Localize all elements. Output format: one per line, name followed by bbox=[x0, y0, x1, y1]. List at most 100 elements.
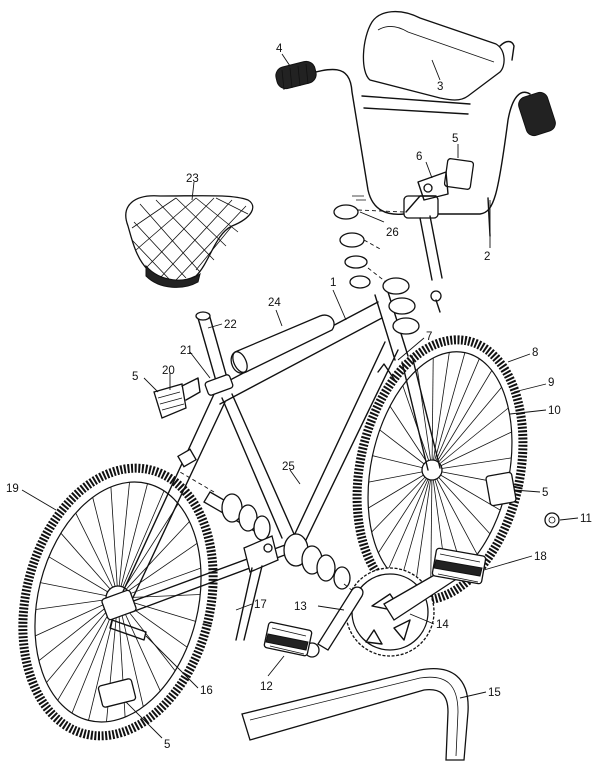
callout-15: 15 bbox=[488, 687, 501, 699]
spoke bbox=[431, 358, 480, 471]
crossbar-pad bbox=[362, 11, 505, 101]
leader-16 bbox=[145, 635, 199, 689]
callout-2: 2 bbox=[484, 251, 490, 263]
leader-7 bbox=[397, 337, 425, 361]
leader-25 bbox=[289, 469, 301, 485]
spoke bbox=[414, 469, 433, 588]
spoke bbox=[117, 521, 190, 599]
leader-18 bbox=[483, 555, 533, 571]
callout-12: 12 bbox=[260, 681, 273, 693]
handlebar-reflector bbox=[405, 158, 475, 213]
leader-5b bbox=[143, 377, 159, 393]
callout-17: 17 bbox=[254, 599, 267, 611]
spoke bbox=[40, 582, 119, 599]
right-grip bbox=[518, 91, 556, 137]
leader-11 bbox=[559, 517, 579, 521]
leader-1 bbox=[332, 289, 347, 321]
leader-10 bbox=[509, 409, 547, 415]
crossbar bbox=[361, 95, 471, 115]
callout-9: 9 bbox=[548, 377, 554, 389]
callout-7: 7 bbox=[426, 331, 432, 343]
stem-post bbox=[419, 215, 443, 281]
callout-21: 21 bbox=[180, 345, 193, 357]
callout-6: 6 bbox=[416, 151, 422, 163]
callout-23: 23 bbox=[186, 173, 199, 185]
leader-17 bbox=[235, 603, 253, 611]
handlebar-assembly bbox=[275, 11, 556, 313]
headset-parts bbox=[333, 195, 420, 335]
spoke bbox=[117, 503, 179, 599]
seat-post-assembly bbox=[195, 311, 234, 396]
leader-26 bbox=[359, 211, 385, 223]
right-pedal bbox=[431, 547, 487, 585]
spoke bbox=[431, 469, 501, 511]
callout-13: 13 bbox=[294, 601, 307, 613]
stem bbox=[403, 195, 439, 219]
spoke bbox=[60, 532, 119, 599]
leader-5d bbox=[125, 701, 163, 739]
spoke bbox=[117, 483, 148, 599]
leader-8 bbox=[507, 353, 531, 363]
leader-24 bbox=[275, 309, 283, 327]
callout-22: 22 bbox=[224, 319, 237, 331]
spoke bbox=[117, 567, 201, 599]
spoke bbox=[117, 482, 130, 599]
front-spokes bbox=[368, 352, 512, 588]
callout-24: 24 bbox=[268, 297, 281, 309]
chain-guard bbox=[241, 668, 469, 761]
fork-crown bbox=[377, 363, 397, 383]
brake-bridge bbox=[177, 448, 197, 468]
bottom-bracket-parts bbox=[179, 471, 363, 599]
spoke bbox=[371, 469, 433, 533]
spoke bbox=[431, 386, 502, 471]
callout-5a: 5 bbox=[452, 133, 458, 145]
leader-23 bbox=[191, 181, 195, 201]
leader-12 bbox=[267, 655, 285, 677]
spoke bbox=[92, 497, 119, 599]
spoke bbox=[430, 469, 433, 588]
front-fork bbox=[401, 355, 441, 471]
left-crank bbox=[304, 586, 364, 658]
spoke bbox=[75, 512, 119, 599]
seat-post bbox=[197, 313, 230, 389]
leader-22 bbox=[207, 323, 223, 329]
front-wheel bbox=[352, 335, 528, 605]
leader-3 bbox=[431, 59, 441, 81]
spoke bbox=[379, 429, 433, 471]
spoke bbox=[117, 542, 198, 599]
spoke bbox=[117, 490, 165, 599]
seat-clamp bbox=[204, 374, 234, 396]
seat-reflector bbox=[153, 377, 201, 419]
rear-tire bbox=[18, 463, 218, 741]
down-tube bbox=[291, 341, 399, 545]
spoke bbox=[431, 431, 512, 471]
front-tire bbox=[352, 335, 528, 605]
callout-8: 8 bbox=[532, 347, 538, 359]
left-pedal bbox=[263, 621, 313, 657]
spoke bbox=[431, 407, 509, 471]
spoke bbox=[431, 370, 493, 471]
leader-21 bbox=[189, 351, 211, 379]
saddle bbox=[125, 195, 254, 288]
leader-13 bbox=[317, 605, 345, 611]
leader-5c bbox=[513, 489, 541, 493]
callout-3: 3 bbox=[437, 81, 443, 93]
callout-19: 19 bbox=[6, 483, 19, 495]
callout-4: 4 bbox=[276, 43, 283, 55]
callout-20: 20 bbox=[162, 365, 175, 377]
top-tube-pad bbox=[230, 314, 335, 374]
leader-14 bbox=[409, 613, 435, 625]
callout-14: 14 bbox=[436, 619, 449, 631]
spoke bbox=[431, 457, 512, 471]
spoke bbox=[400, 469, 433, 582]
leader-19 bbox=[21, 489, 57, 511]
axle-nut bbox=[544, 512, 560, 528]
leader-lines bbox=[21, 53, 579, 739]
spoke bbox=[431, 469, 491, 535]
leader-15 bbox=[459, 691, 487, 699]
rear-spoke-reflector bbox=[97, 678, 137, 708]
rear-hub-detail bbox=[101, 589, 147, 641]
spoke bbox=[368, 469, 433, 483]
callout-11: 11 bbox=[580, 513, 592, 525]
spoke bbox=[431, 357, 434, 471]
